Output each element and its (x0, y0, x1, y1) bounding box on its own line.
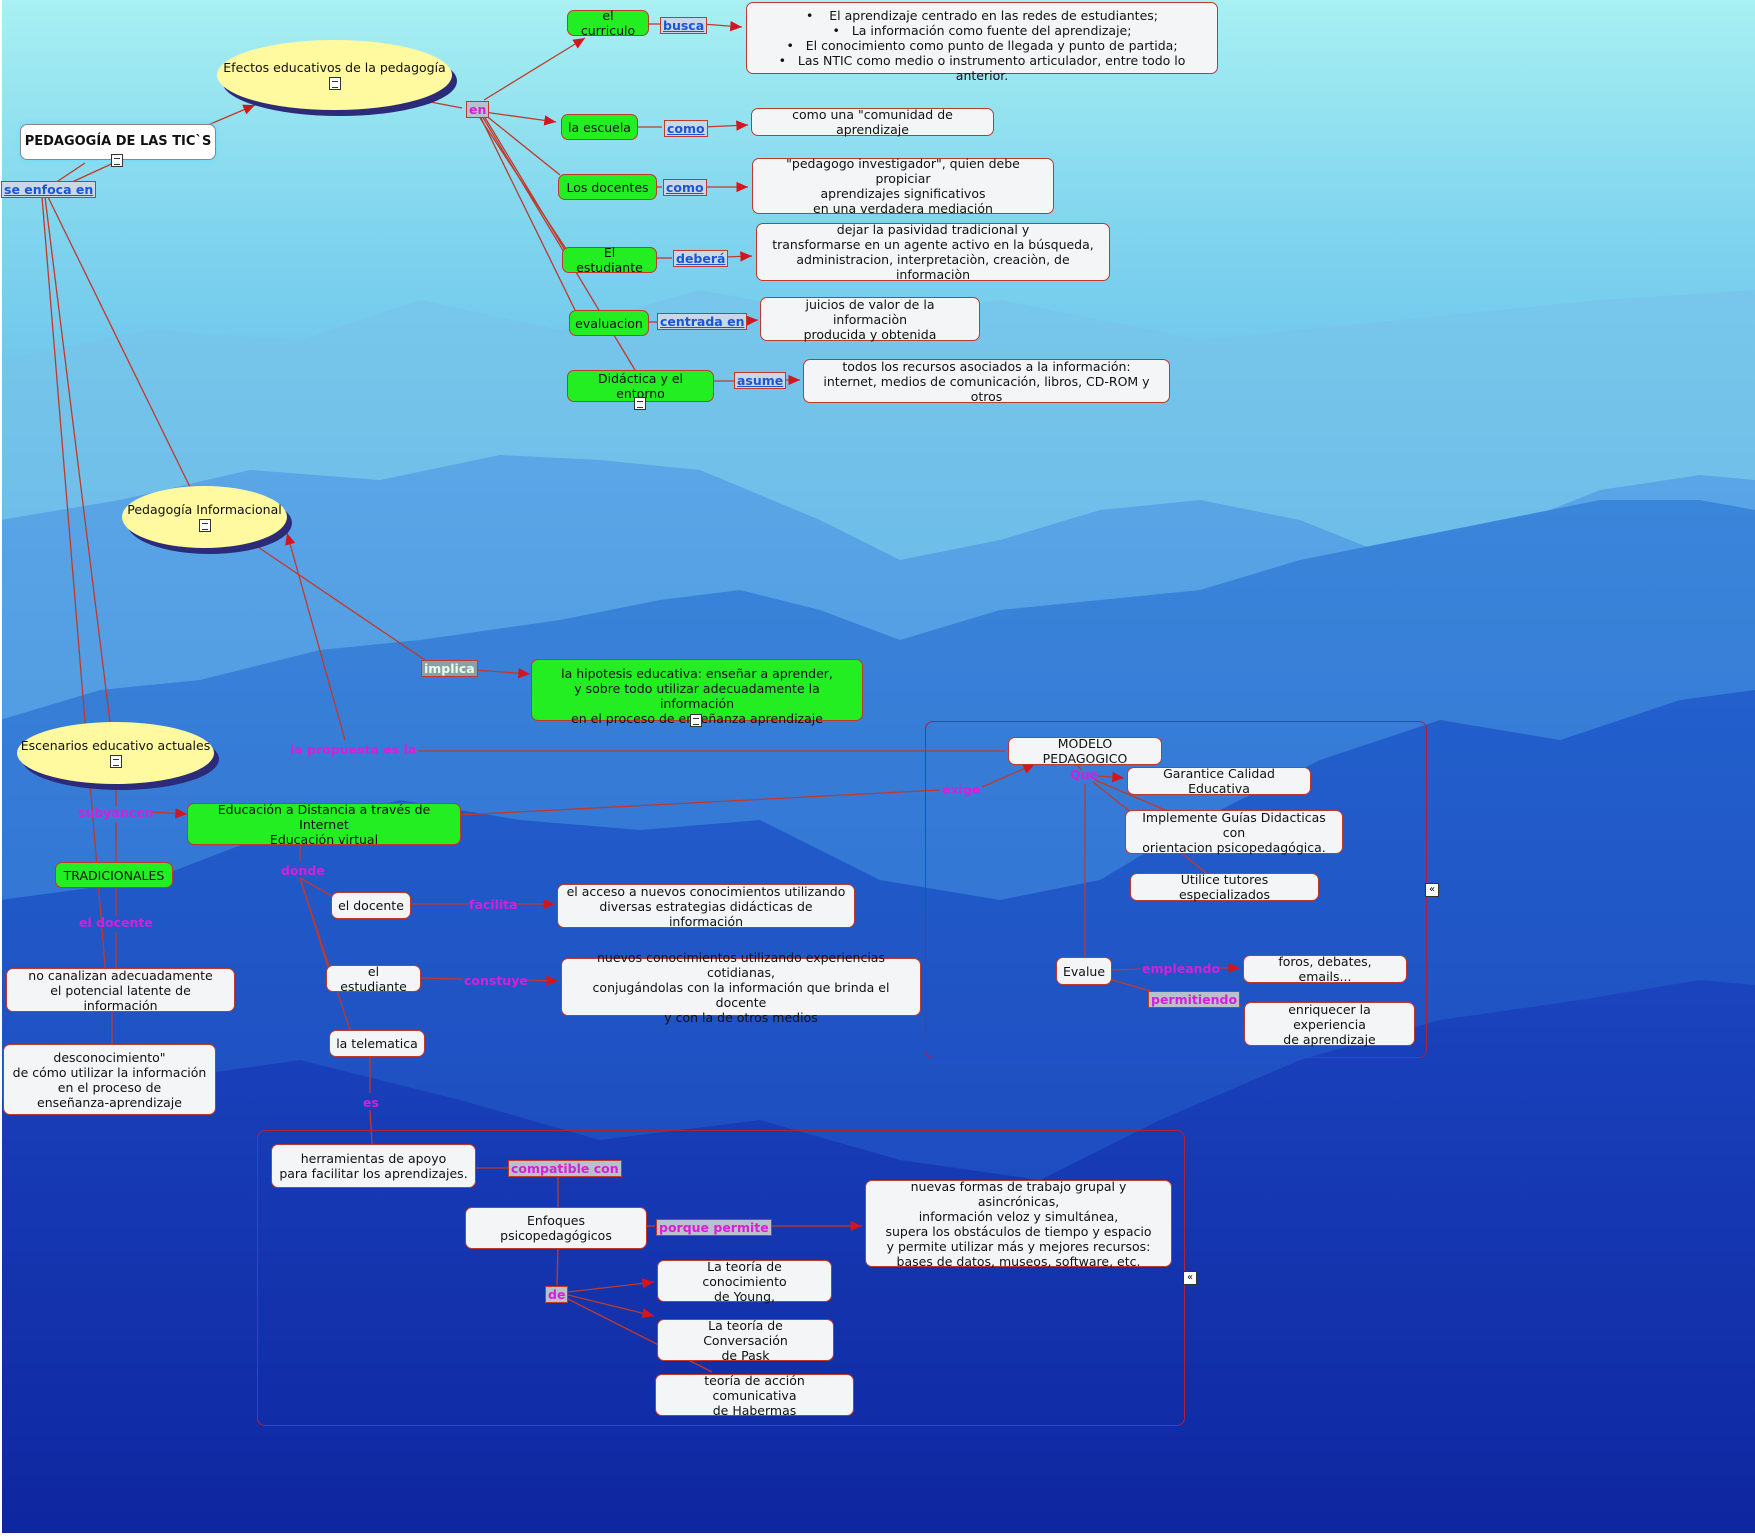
escenarios-ellipse[interactable]: Escenarios educativo actuales (17, 722, 214, 784)
label-permitiendo[interactable]: permitiendo (1148, 991, 1241, 1008)
habermas-node[interactable]: teoría de acción comunicativa de Haberma… (655, 1373, 854, 1418)
pedagogo-node[interactable]: "pedagogo investigador", quien debe prop… (752, 156, 1054, 216)
label-la-propuesta[interactable]: la propuesta es la (290, 742, 417, 757)
informacional-label: Pedagogía Informacional (127, 502, 282, 517)
label-centrada-en[interactable]: centrada en (657, 313, 748, 330)
acceso-node[interactable]: el acceso a nuevos conocimientos utiliza… (557, 884, 855, 929)
implemente-node[interactable]: Implemente Guías Didacticas con orientac… (1125, 810, 1343, 855)
tradicionales-node[interactable]: TRADICIONALES (55, 862, 173, 888)
bullet-1: • El aprendizaje centrado en las redes d… (805, 8, 1158, 23)
escenarios-label: Escenarios educativo actuales (20, 738, 211, 753)
escuela-node[interactable]: la escuela (561, 114, 638, 140)
label-implica[interactable]: implica (421, 660, 478, 677)
pask-node[interactable]: La teoría de Conversación de Pask (657, 1318, 834, 1363)
herramientas-node[interactable]: herramientas de apoyo para facilitar los… (271, 1144, 476, 1188)
label-exige[interactable]: exige (942, 782, 981, 797)
evalue-node[interactable]: Evalue (1056, 957, 1112, 985)
collapse-icon[interactable]: « (1183, 1271, 1197, 1285)
label-de[interactable]: de (545, 1286, 569, 1303)
doc-icon[interactable] (634, 397, 646, 410)
didactica-label: Didáctica y el entorno (598, 371, 683, 401)
bullet-2: • La información como fuente del aprendi… (832, 23, 1132, 38)
estudiante-node[interactable]: El estudiante (562, 245, 657, 275)
doc-icon[interactable] (690, 714, 702, 727)
el-docente-node[interactable]: el docente (331, 892, 411, 919)
no-canalizan-node[interactable]: no canalizan adecuadamente el potencial … (6, 968, 235, 1013)
telematica-node[interactable]: la telematica (329, 1030, 425, 1057)
label-asume[interactable]: asume (734, 372, 787, 389)
educacion-distancia-node[interactable]: Educación a Distancia a través de Intern… (187, 802, 461, 847)
doc-icon[interactable] (109, 755, 122, 768)
young-node[interactable]: La teoría de conocimiento de Young, (657, 1259, 832, 1304)
hipotesis-label: la hipotesis educativa: enseñar a aprend… (561, 666, 833, 726)
bullet-4: • Las NTIC como medio o instrumento arti… (778, 53, 1186, 83)
label-debera[interactable]: deberá (673, 250, 729, 267)
label-compatible-con[interactable]: compatible con (508, 1160, 622, 1177)
docentes-node[interactable]: Los docentes (558, 174, 657, 200)
doc-icon[interactable] (328, 77, 341, 90)
recursos-node[interactable]: todos los recursos asociados a la inform… (803, 359, 1170, 404)
pasividad-node[interactable]: dejar la pasividad tradicional y transfo… (756, 222, 1110, 282)
enfoques-node[interactable]: Enfoques psicopedagógicos (465, 1207, 647, 1249)
desconocimiento-node[interactable]: desconocimiento" de cómo utilizar la inf… (3, 1044, 216, 1115)
doc-icon[interactable] (198, 519, 211, 532)
hipotesis-node[interactable]: la hipotesis educativa: enseñar a aprend… (531, 659, 863, 726)
label-como-1[interactable]: como (664, 120, 708, 137)
label-en[interactable]: en (466, 101, 490, 118)
informacional-ellipse[interactable]: Pedagogía Informacional (122, 486, 287, 548)
curriculo-node[interactable]: el curriculo (567, 8, 649, 38)
nuevos-node[interactable]: nuevos conocimientos utilizando experien… (561, 950, 921, 1025)
label-el-docente[interactable]: el docente (79, 915, 153, 930)
root-title: PEDAGOGÍA DE LAS TIC`S (24, 134, 212, 150)
modelo-node[interactable]: MODELO PEDAGOGICO (1008, 736, 1162, 766)
didactica-node[interactable]: Didáctica y el entorno (567, 370, 714, 402)
label-como-2[interactable]: como (663, 179, 707, 196)
curriculo-busca-node[interactable]: • El aprendizaje centrado en las redes d… (746, 2, 1218, 83)
label-facilita[interactable]: facilita (469, 897, 518, 912)
collapse-icon[interactable]: « (1425, 883, 1439, 897)
label-subyancen[interactable]: subyancen (78, 805, 154, 820)
label-constuye[interactable]: constuye (464, 973, 528, 988)
label-es[interactable]: es (363, 1095, 379, 1110)
utilice-node[interactable]: Utilice tutores especializados (1130, 872, 1319, 902)
juicios-node[interactable]: juicios de valor de la informaciòn produ… (760, 297, 980, 342)
foros-node[interactable]: foros, debates, emails... (1243, 954, 1407, 984)
evaluacion-node[interactable]: evaluacion (569, 310, 649, 336)
label-empleando[interactable]: empleando (1142, 961, 1221, 976)
enriquecer-node[interactable]: enriquecer la experiencia de aprendizaje (1244, 1002, 1415, 1047)
garantice-node[interactable]: Garantice Calidad Educativa (1127, 766, 1311, 796)
bullet-3: • El conocimiento como punto de llegada … (786, 38, 1178, 53)
label-se-enfoca-en[interactable]: se enfoca en (1, 181, 97, 198)
label-donde[interactable]: donde (281, 863, 325, 878)
efectos-ellipse[interactable]: Efectos educativos de la pedagogía (217, 40, 452, 110)
label-busca[interactable]: busca (660, 17, 708, 34)
label-que[interactable]: Que (1070, 767, 1099, 782)
nuevas-formas-node[interactable]: nuevas formas de trabajo grupal y asincr… (865, 1179, 1172, 1269)
label-porque-permite[interactable]: porque permite (656, 1219, 772, 1236)
efectos-label: Efectos educativos de la pedagogía (223, 60, 446, 75)
doc-icon[interactable] (111, 154, 123, 167)
comunidad-node[interactable]: como una "comunidad de aprendizaje (751, 107, 994, 137)
el-estudiante-node[interactable]: el estudiante (326, 964, 421, 994)
